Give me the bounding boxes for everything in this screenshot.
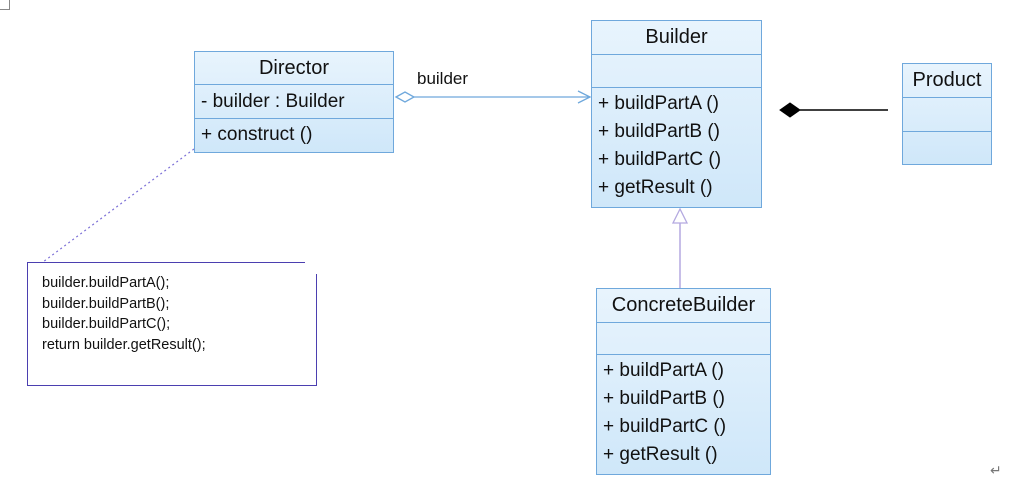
product-class: Product xyxy=(902,63,992,165)
builder-class-name: Builder xyxy=(592,21,761,55)
aggregation-diamond-icon xyxy=(394,91,416,103)
composition-diamond-icon xyxy=(779,102,801,118)
builder-operation: + buildPartB () xyxy=(598,121,720,142)
concrete-builder-operation: + buildPartA () xyxy=(603,360,724,381)
note-link-line xyxy=(42,139,207,263)
corner-marker xyxy=(0,0,10,10)
builder-operation: + buildPartA () xyxy=(598,93,719,114)
director-class-name: Director xyxy=(195,52,393,85)
concrete-builder-operations: + buildPartA () + buildPartB () + buildP… xyxy=(597,355,770,474)
product-class-name: Product xyxy=(903,64,991,98)
director-class: Director - builder : Builder + construct… xyxy=(194,51,394,153)
concrete-builder-class: ConcreteBuilder + buildPartA () + buildP… xyxy=(596,288,771,475)
builder-operations: + buildPartA () + buildPartB () + buildP… xyxy=(592,88,761,207)
director-attribute: - builder : Builder xyxy=(201,91,345,112)
builder-class: Builder + buildPartA () + buildPartB () … xyxy=(591,20,762,208)
concrete-builder-class-name: ConcreteBuilder xyxy=(597,289,770,323)
concrete-builder-operation: + getResult () xyxy=(603,444,718,465)
note-line: builder.buildPartB(); xyxy=(42,295,170,312)
note-line: builder.buildPartA(); xyxy=(42,275,170,291)
association-arrowhead-icon xyxy=(577,90,592,104)
director-operation: + construct () xyxy=(201,124,313,145)
note-fold-corner xyxy=(305,262,317,274)
return-mark: ↵ xyxy=(990,462,1002,478)
builder-operation: + buildPartC () xyxy=(598,149,722,170)
concrete-builder-attributes xyxy=(597,323,770,355)
concrete-builder-operation: + buildPartB () xyxy=(603,388,725,409)
note-line: builder.buildPartC(); xyxy=(42,316,171,332)
note-line: return builder.getResult(); xyxy=(42,336,206,353)
concrete-builder-operation: + buildPartC () xyxy=(603,416,727,437)
product-attributes xyxy=(903,98,991,132)
builder-attributes xyxy=(592,55,761,88)
generalization-triangle-icon xyxy=(671,207,689,224)
association-role-label: builder xyxy=(417,69,469,88)
director-attributes: - builder : Builder xyxy=(195,85,393,119)
construct-note: builder.buildPartA(); builder.buildPartB… xyxy=(27,262,317,386)
builder-operation: + getResult () xyxy=(598,177,713,198)
product-operations xyxy=(903,132,991,164)
director-operations: + construct () xyxy=(195,119,393,152)
